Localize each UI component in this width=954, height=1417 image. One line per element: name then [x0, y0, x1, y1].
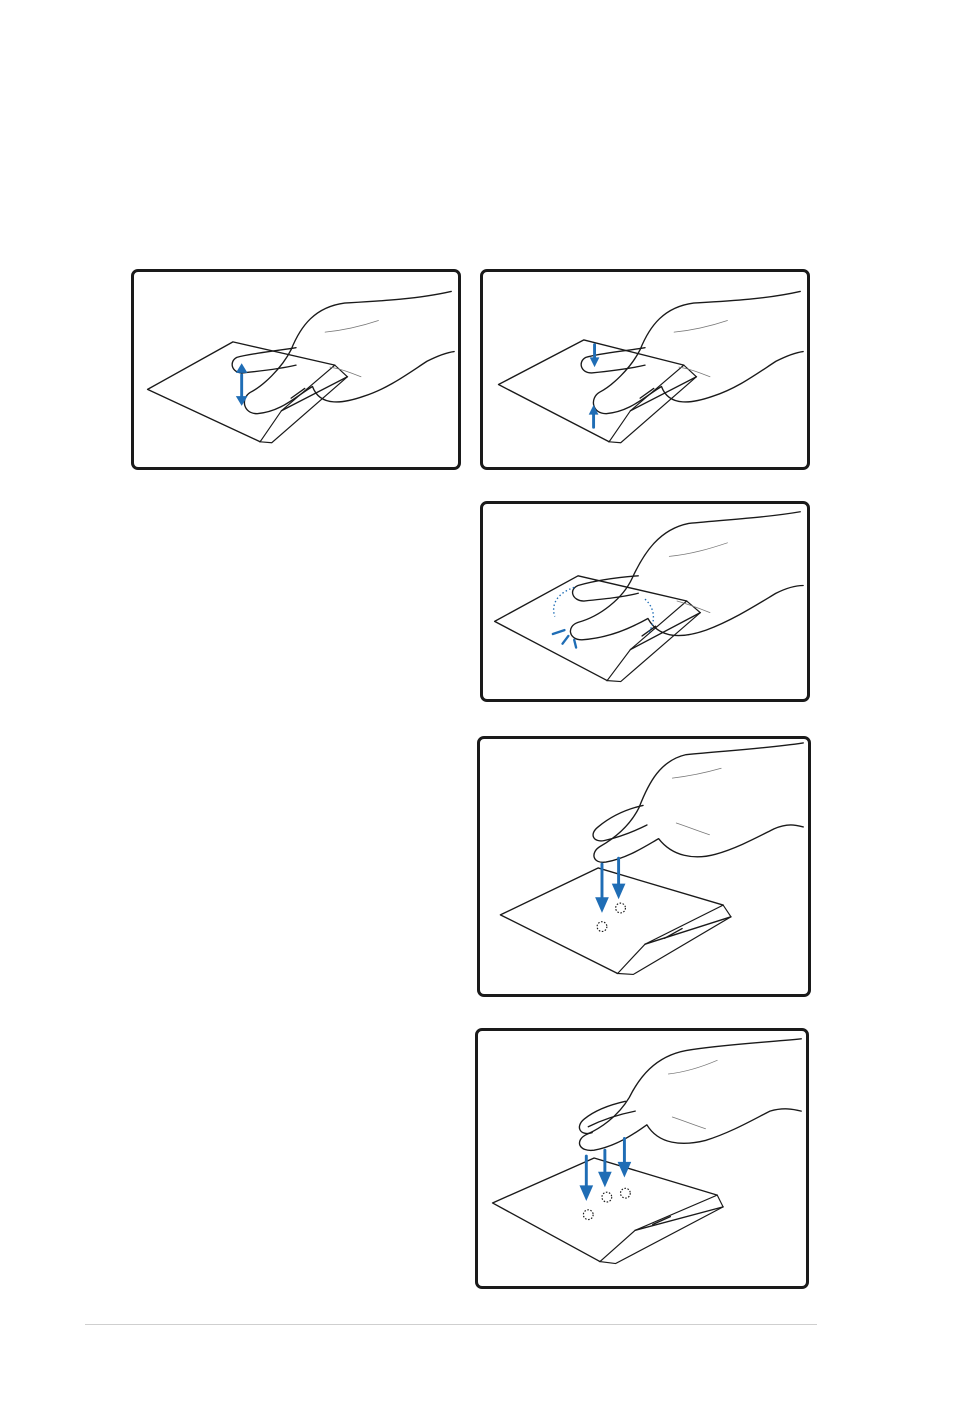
gesture-panel-two-finger-tap [477, 736, 811, 997]
gesture-panel-two-finger-pinch [480, 269, 810, 470]
footer-rule [85, 1324, 817, 1325]
two-finger-tap-gesture-icon [480, 739, 808, 994]
two-finger-rotate-gesture-icon [483, 504, 807, 699]
gesture-panel-two-finger-scroll [131, 269, 461, 470]
gesture-panel-three-finger-tap [475, 1028, 809, 1289]
two-finger-pinch-gesture-icon [483, 272, 807, 467]
three-finger-tap-gesture-icon [478, 1031, 806, 1286]
two-finger-scroll-gesture-icon [134, 272, 458, 467]
gesture-panel-two-finger-rotate [480, 501, 810, 702]
